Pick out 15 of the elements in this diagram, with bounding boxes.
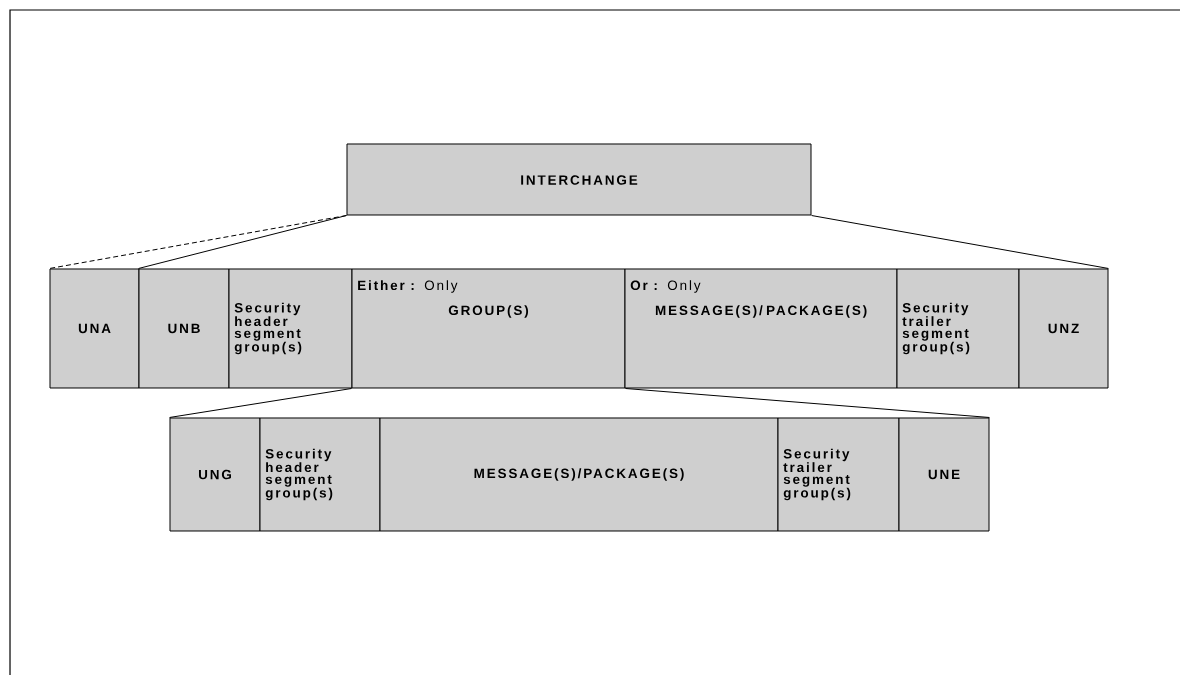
expansion-line bbox=[49, 215, 347, 269]
expansion-line bbox=[169, 388, 352, 418]
expansion-line bbox=[625, 388, 990, 418]
segment-box: UNA bbox=[49, 268, 140, 389]
segment-box: Security header segment group(s) bbox=[259, 417, 381, 532]
segment-box: UNE bbox=[898, 417, 990, 532]
segment-box: UNB bbox=[138, 268, 230, 389]
expansion-line bbox=[138, 215, 347, 269]
segment-box: UNG bbox=[169, 417, 261, 532]
segment-box: INTERCHANGE bbox=[346, 143, 812, 216]
segment-box: UNZ bbox=[1018, 268, 1109, 389]
expansion-line bbox=[811, 215, 1109, 269]
segment-box: Security trailer segment group(s) bbox=[896, 268, 1020, 389]
segment-box: Security trailer segment group(s) bbox=[777, 417, 900, 532]
segment-box: Security header segment group(s) bbox=[228, 268, 353, 389]
